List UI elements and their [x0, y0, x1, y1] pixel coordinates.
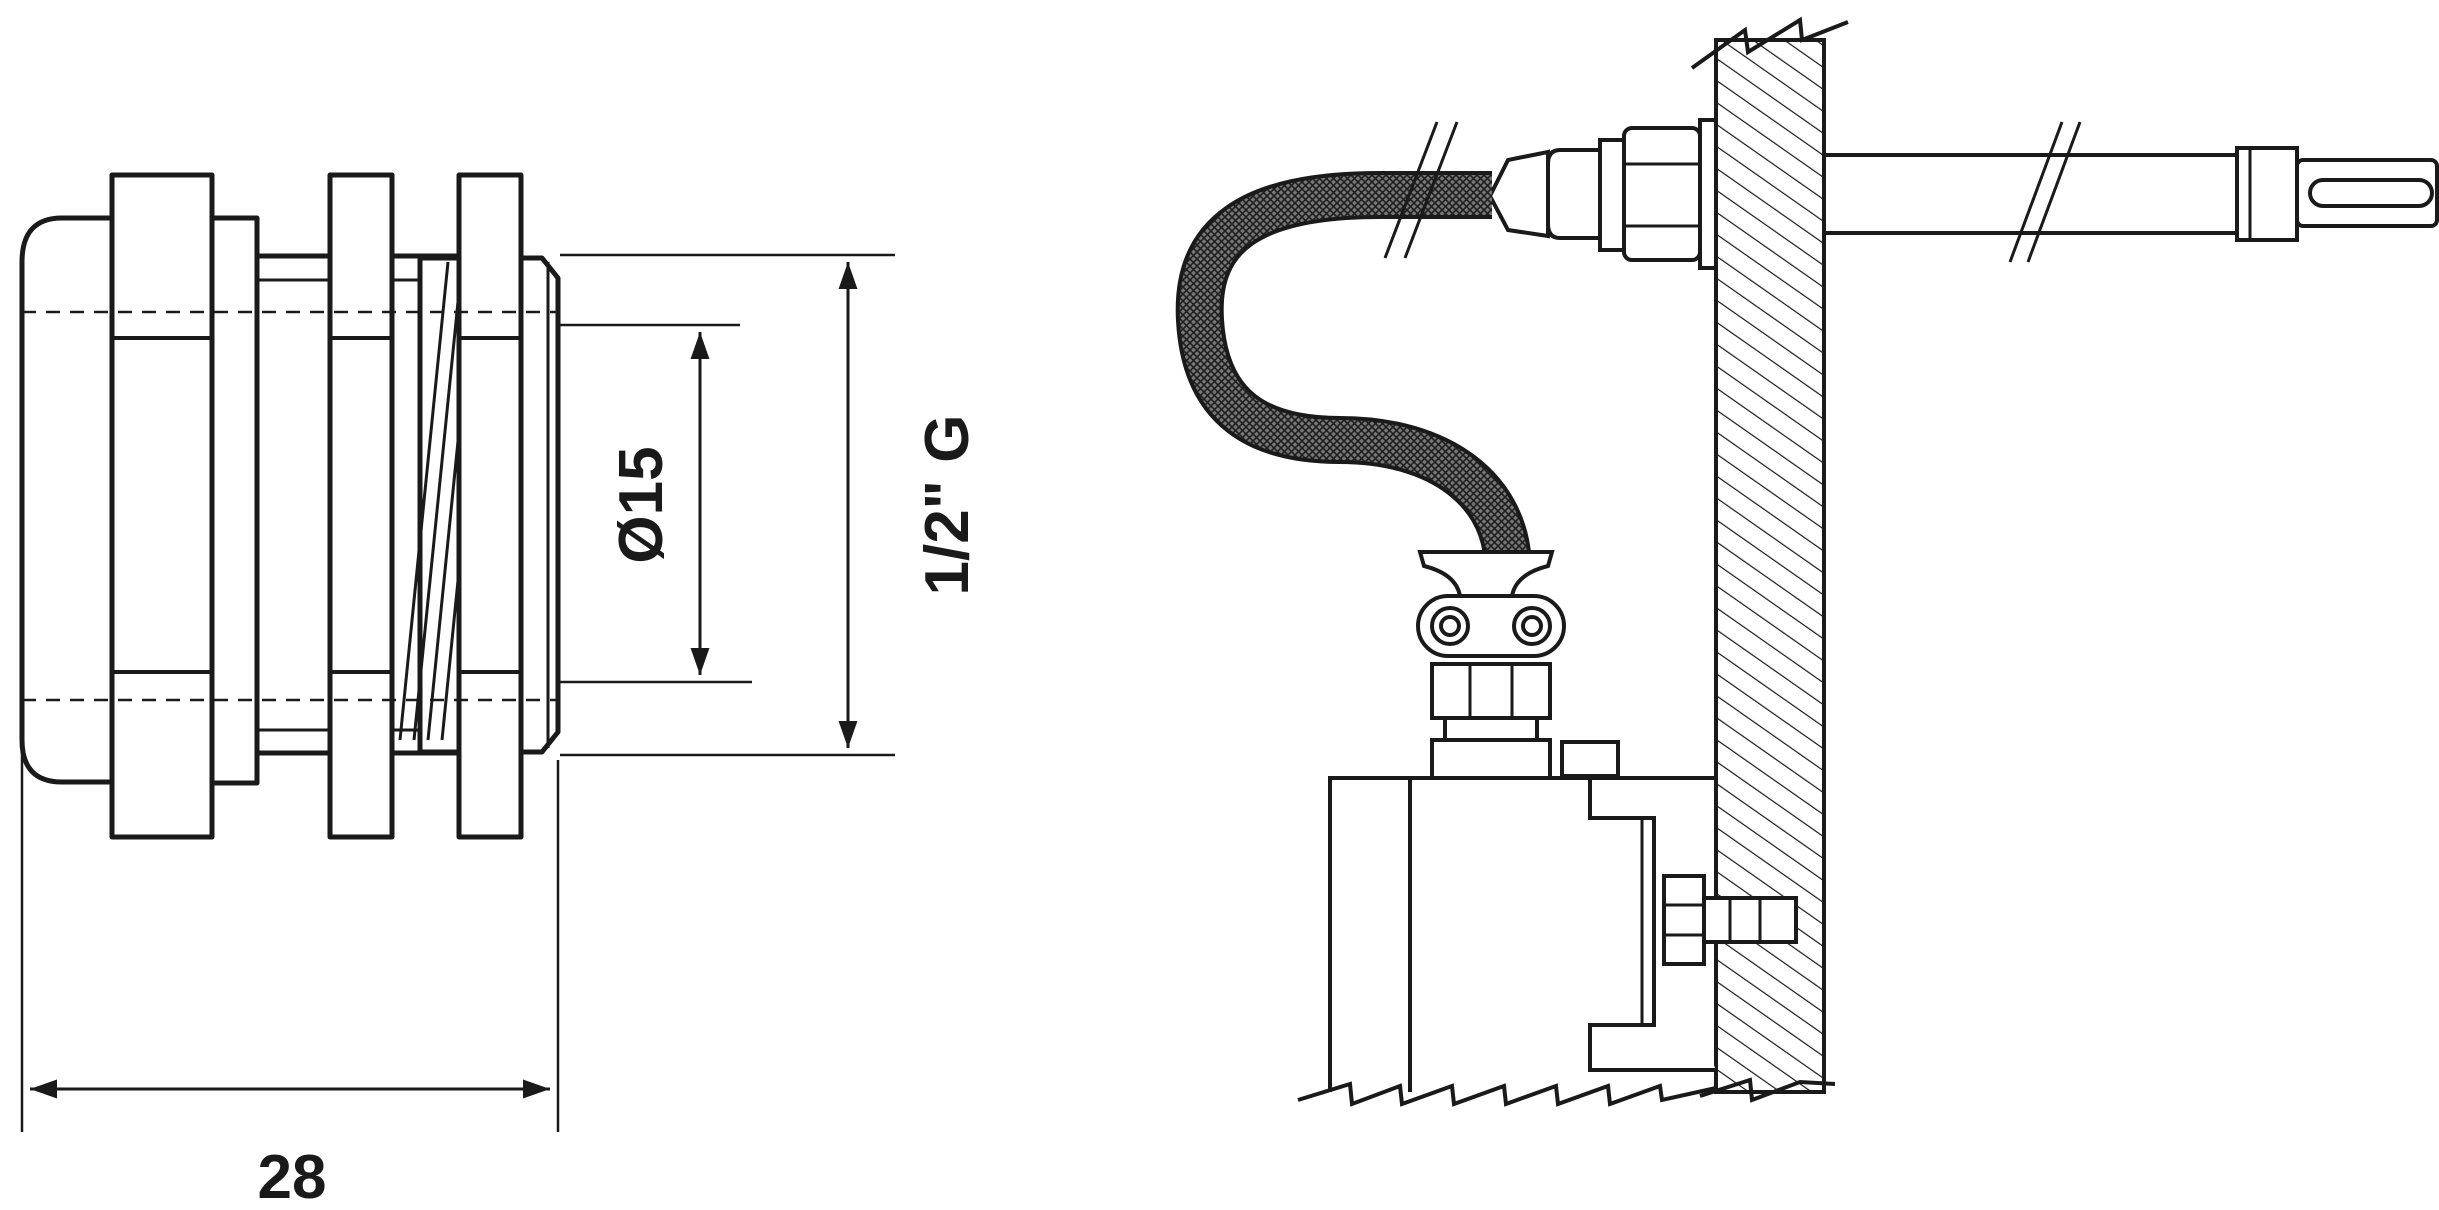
housing-break-line — [1297, 1081, 1717, 1107]
braided-cable — [1179, 175, 1528, 571]
connector-funnel — [1417, 550, 1555, 598]
pipe-end-sleeve — [2235, 146, 2299, 242]
connector-thread — [1443, 716, 1539, 742]
gland-body — [209, 215, 260, 786]
thread-dimension-label: 1/2" G — [913, 414, 982, 595]
wall-break-top — [1690, 16, 1849, 70]
wall-break-bottom — [1699, 1077, 1836, 1103]
pipe — [1822, 121, 2439, 263]
wall-bracket — [1588, 778, 1716, 1072]
wall-bolt — [1702, 896, 1798, 944]
braided-cable-outline — [1175, 171, 1532, 571]
probe-slot — [2308, 178, 2434, 208]
nut-plate-inner — [456, 172, 524, 840]
device-housing — [1297, 776, 1798, 1107]
length-dimension-label: 28 — [258, 1143, 327, 1210]
pipe-body — [1822, 153, 2239, 235]
cable-cone — [1487, 149, 1550, 239]
housing-screw-head — [1560, 740, 1620, 778]
connector-nut — [1430, 662, 1552, 720]
dimension-length — [20, 745, 560, 1132]
nut-plate-outer — [109, 172, 215, 840]
dimension-thread — [560, 253, 895, 757]
wall-gland-body — [1598, 138, 1626, 252]
wall-gland — [1487, 118, 1718, 270]
pipe-break-marks — [2008, 121, 2082, 263]
cable-break-marks — [1383, 121, 1459, 259]
nut-plate-middle — [327, 172, 395, 840]
cable-gland-view — [19, 172, 561, 840]
bracket-nut — [1662, 874, 1706, 966]
wall-gland-dome — [1546, 148, 1602, 240]
connector-base — [1430, 738, 1552, 780]
bore-diameter-label: Ø15 — [607, 446, 676, 563]
wall-gland-flange — [1698, 118, 1718, 270]
wall-gland-nut — [1622, 126, 1702, 262]
housing-connector — [1416, 550, 1620, 780]
gland-dome-cap — [19, 215, 115, 785]
dimension-bore-diameter — [560, 323, 752, 684]
